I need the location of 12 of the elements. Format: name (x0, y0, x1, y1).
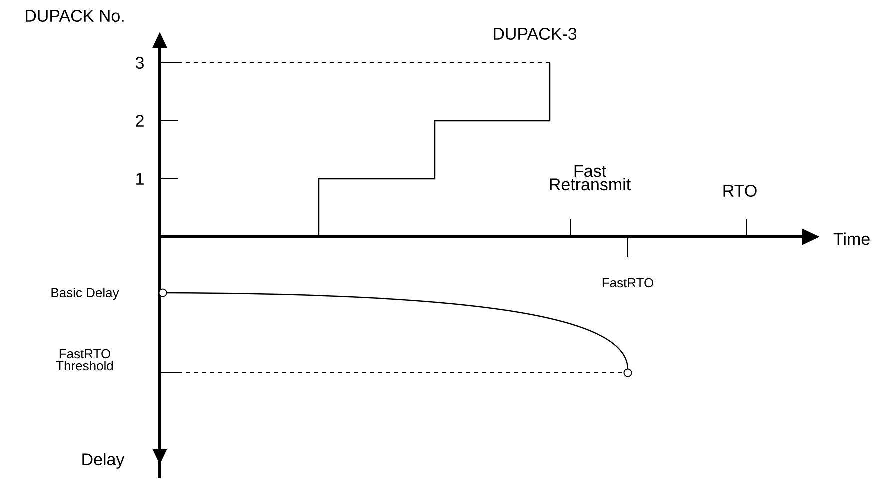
axis-title: DUPACK No. (26, 10, 124, 22)
tick-label: Fast Retransmit (550, 165, 631, 191)
tick-label: 1 (136, 173, 144, 185)
tick-label: 3 (136, 56, 144, 70)
axis-title: Time (834, 232, 870, 246)
curve-label: DUPACK-3 (494, 28, 577, 40)
tick-label: 2 (136, 115, 144, 127)
tick-label: RTO (724, 184, 757, 198)
axis-title: Delay (82, 453, 125, 469)
tick-label: Basic Delay (52, 288, 120, 300)
tick-label: FastRTO Threshold (56, 349, 114, 371)
tick-label: FastRTO (602, 278, 654, 288)
